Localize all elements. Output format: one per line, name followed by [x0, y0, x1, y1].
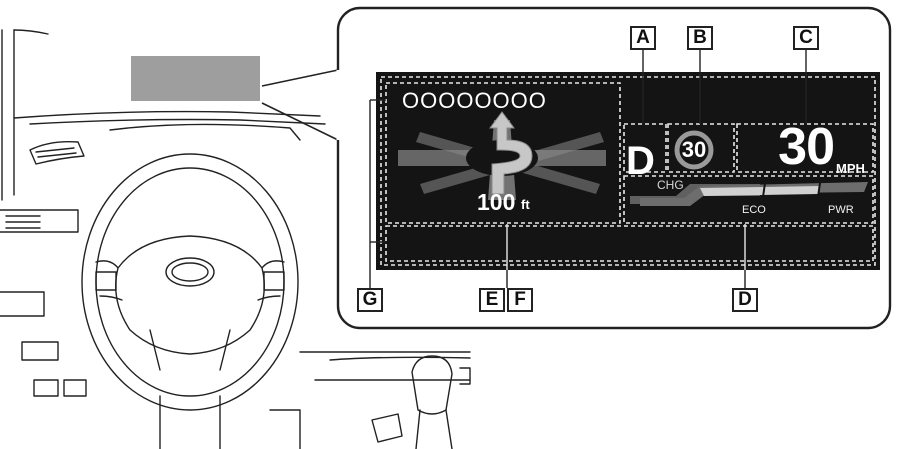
shift-position-indicator: D [626, 139, 655, 183]
turn-distance: 100 [477, 189, 516, 215]
callout-e: E [479, 288, 505, 312]
vehicle-speed: 30 [778, 118, 835, 176]
hybrid-eco-label: ECO [742, 204, 766, 216]
speed-unit: MPH [836, 161, 865, 176]
callout-f: F [507, 288, 533, 312]
speed-limit-sign: 30 [681, 137, 707, 162]
hybrid-chg-label: CHG [657, 178, 684, 192]
callout-b: B [687, 26, 713, 50]
hybrid-indicator [630, 182, 868, 206]
lane-indicator: OOOOOOOO [402, 88, 547, 113]
callout-g: G [357, 288, 383, 312]
hud-projection-area [131, 56, 260, 101]
callout-c: C [793, 26, 819, 50]
turn-distance-unit: ft [521, 197, 530, 212]
callout-a: A [630, 26, 656, 50]
callout-d: D [732, 288, 758, 312]
hybrid-pwr-label: PWR [828, 204, 854, 216]
navigation-graphic [398, 111, 606, 200]
